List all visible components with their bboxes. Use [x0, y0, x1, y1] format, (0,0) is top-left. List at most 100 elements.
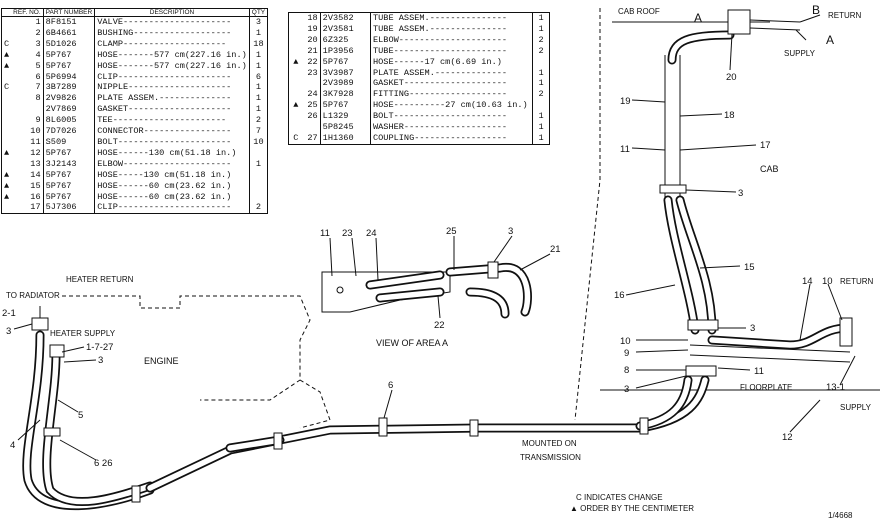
row-ref-no	[302, 122, 321, 133]
label-return-top: RETURN	[828, 11, 862, 20]
clip-run-1	[273, 432, 283, 450]
row-part-number: 3B7289	[43, 82, 96, 94]
row-ref-no: 7	[11, 82, 44, 94]
label-supply-top: SUPPLY	[784, 49, 816, 58]
row-qty: 18	[253, 38, 264, 49]
floor-tube	[689, 344, 851, 363]
callout: 6	[388, 380, 393, 391]
row-ref-no: 10	[11, 126, 44, 137]
callout: 3	[508, 226, 513, 237]
row-ref-no: 16	[11, 191, 44, 203]
row-part-number: 5P767	[43, 180, 96, 192]
tube-18-19	[664, 55, 681, 200]
label-letter-a-right: A	[826, 33, 834, 47]
row-description: HOSE----------27 cm(10.63 in.)	[370, 100, 534, 112]
row-qty: 2	[538, 89, 544, 100]
callout: 24	[366, 228, 377, 239]
note-order: ▲ ORDER BY THE CENTIMETER	[570, 504, 694, 513]
callout: 11	[320, 228, 330, 239]
callout: 4	[10, 440, 15, 451]
callout: 3	[6, 326, 11, 337]
row-qty: 1	[538, 132, 544, 143]
callout: 15	[744, 262, 755, 273]
row-description: TEE----------------------	[94, 115, 250, 127]
row-mark: C	[4, 38, 10, 49]
clip-6-mid	[378, 417, 388, 437]
row-mark	[289, 46, 303, 57]
row-mark	[289, 13, 303, 24]
callout: 12	[782, 432, 793, 443]
row-part-number: 5J7306	[43, 202, 96, 214]
row-mark	[2, 72, 12, 83]
row-ref-no: 9	[11, 115, 44, 127]
row-qty: 1	[255, 27, 262, 38]
label-supply-right: SUPPLY	[840, 403, 872, 412]
row-part-number: 5P767	[43, 49, 96, 61]
row-description: BOLT----------------------	[370, 111, 534, 123]
callout: 20	[726, 72, 737, 83]
row-mark	[289, 78, 303, 89]
row-part-number: 3J2143	[43, 158, 96, 170]
row-description: PLATE ASSEM.--------------	[94, 93, 250, 105]
row-part-number: 2V3989	[320, 78, 371, 90]
row-part-number: 5P767	[43, 60, 96, 72]
row-description: HOSE------130 cm(51.18 in.)	[94, 147, 250, 159]
row-part-number: 5P767	[43, 169, 96, 181]
row-part-number: 1H1360	[320, 132, 371, 145]
row-mark	[2, 159, 12, 170]
row-qty: 1	[255, 104, 262, 115]
callout: 3	[738, 188, 743, 199]
row-ref-no	[302, 78, 321, 90]
row-ref-no: 20	[302, 34, 321, 46]
callout: 21	[550, 244, 561, 255]
row-part-number: 5D1026	[43, 38, 96, 50]
row-qty	[249, 148, 267, 159]
row-description: GASKET--------------------	[370, 78, 534, 90]
row-qty: 1	[538, 111, 544, 122]
row-ref-no: 19	[302, 23, 321, 35]
row-ref-no: 13	[11, 158, 44, 170]
row-qty: 3	[255, 17, 262, 27]
label-heater-return: HEATER RETURN	[66, 275, 134, 284]
row-qty: 1	[255, 93, 262, 104]
row-part-number: 2V7869	[43, 104, 96, 116]
row-mark: ▲	[4, 60, 10, 71]
row-part-number: S509	[43, 136, 96, 148]
row-mark	[289, 24, 303, 35]
heater-valve-top	[727, 9, 801, 35]
table-header-row: REF. NO. PART NUMBER DESCRIPTION QTY	[1, 8, 268, 17]
row-part-number: 7D7026	[43, 126, 96, 137]
row-description: BOLT----------------------	[94, 136, 250, 148]
row-part-number: L1329	[320, 111, 371, 123]
cab-boundary-line	[574, 8, 601, 421]
row-mark	[2, 93, 12, 104]
engine-outline	[62, 295, 311, 401]
row-qty	[249, 192, 267, 203]
row-mark	[289, 122, 303, 133]
row-part-number: 2V3581	[320, 23, 371, 35]
row-mark	[289, 89, 303, 100]
row-ref-no: 1	[11, 16, 44, 28]
row-ref-no: 25	[302, 100, 321, 112]
row-description: WASHER--------------------	[370, 122, 534, 133]
row-description: CLIP----------------------	[94, 202, 250, 214]
row-part-number: 2V3582	[320, 12, 371, 24]
callout: 5	[78, 410, 83, 421]
callout: 6 26	[94, 458, 113, 469]
row-mark: ▲	[4, 191, 10, 202]
row-mark	[2, 202, 12, 213]
row-ref-no: 4	[11, 49, 44, 61]
row-part-number: 5P6994	[43, 71, 96, 83]
